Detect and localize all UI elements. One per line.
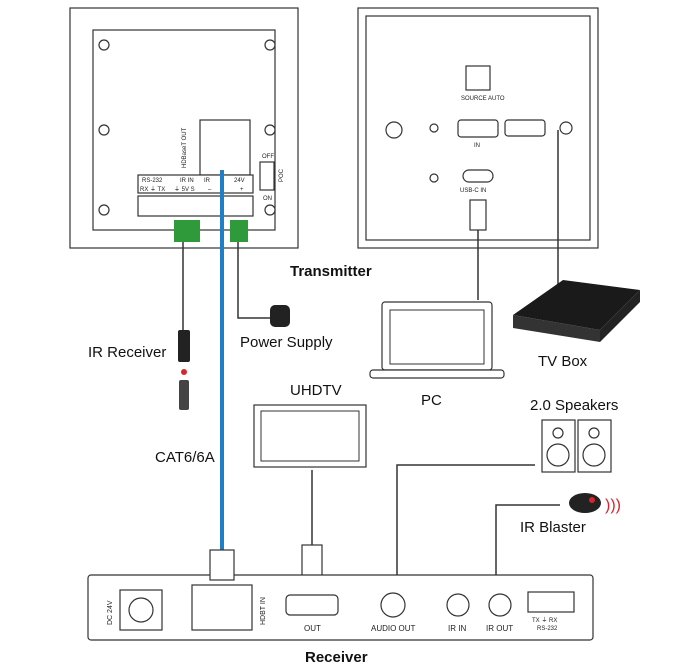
power-supply-device: [270, 305, 290, 327]
dc24v-label: DC 24V: [107, 600, 114, 625]
ir-in-pins-label: ⏚ 5V S: [174, 186, 195, 193]
hdmi-in-label: IN: [474, 143, 480, 149]
ir-out-label: IR OUT: [486, 624, 513, 633]
plus-label: +: [240, 187, 244, 193]
power-supply-label: Power Supply: [240, 334, 333, 351]
power-terminal-block: [230, 220, 248, 242]
hdmi-in-port: [457, 119, 499, 138]
receiver-title: Receiver: [305, 649, 368, 666]
rs232-label: RS-232: [142, 178, 163, 184]
cable-label: CAT6/6A: [155, 449, 215, 466]
hdbt-in-label: HDBT IN: [260, 597, 267, 625]
tv-box-label: TV Box: [538, 353, 588, 370]
speakers-label: 2.0 Speakers: [530, 397, 618, 414]
ir-terminal-block: [174, 220, 200, 242]
transmitter-back-panel: HDBaseT OUT OFF ON POC RS-232 RX ⏚ TX IR…: [69, 7, 299, 249]
ir-blaster-label: IR Blaster: [520, 519, 586, 536]
ir-in-label: IR IN: [448, 624, 466, 633]
out-label: OUT: [304, 624, 321, 633]
rs232-pins-label: TX ⏚ RX: [532, 617, 557, 624]
tv-box-device: [513, 280, 640, 330]
hdbaset-out-label: HDBaseT OUT: [182, 127, 188, 168]
hdmi-out-port: [285, 594, 339, 616]
rs232-pins-label: RX ⏚ TX: [140, 186, 165, 193]
rs232-label: RS-232: [537, 626, 558, 632]
pc-label: PC: [421, 392, 442, 409]
ir-receiver-device: [178, 330, 190, 362]
usbc-in-label: USB-C IN: [460, 188, 486, 194]
ir-in-label: IR IN: [180, 178, 194, 184]
uhdtv-label: UHDTV: [290, 382, 342, 399]
svg-text:))): ))): [605, 497, 621, 514]
on-label: ON: [263, 196, 272, 202]
hdbt-in-port: [191, 584, 253, 631]
usbc-in-port: [462, 169, 494, 183]
audio-out-label: AUDIO OUT: [371, 624, 416, 633]
minus-label: –: [208, 187, 212, 193]
poc-label: POC: [279, 168, 285, 182]
dc24v-label: 24V: [234, 178, 245, 184]
source-auto-label: SOURCE AUTO: [461, 96, 505, 102]
ir-blaster-device: [569, 493, 601, 513]
receiver-panel: DC 24V HDBT IN OUT AUDIO OUT IR IN IR OU…: [87, 549, 594, 641]
source-auto-button[interactable]: [465, 65, 491, 91]
transmitter-title: Transmitter: [290, 263, 372, 280]
speakers-device: [541, 419, 612, 473]
off-label: OFF: [262, 154, 274, 160]
ir-label: IR: [204, 178, 211, 184]
ir-receiver-label: IR Receiver: [88, 344, 166, 361]
